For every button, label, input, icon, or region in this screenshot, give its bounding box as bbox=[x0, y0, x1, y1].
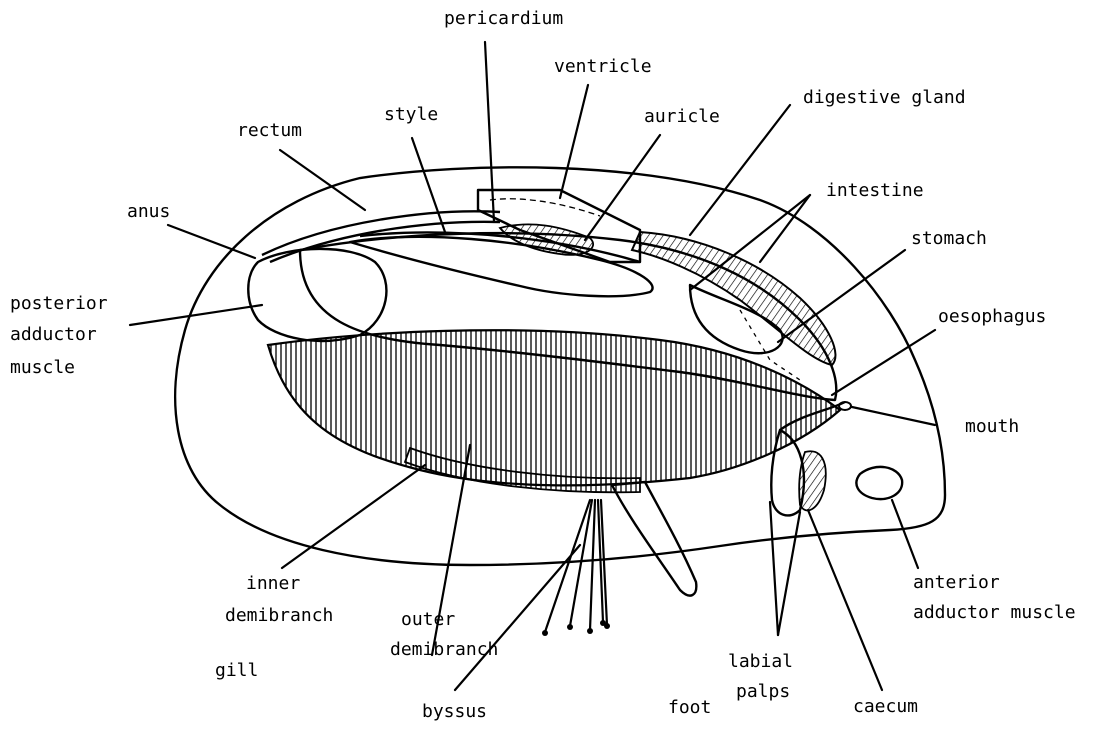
label-inner-line1: inner bbox=[246, 573, 300, 594]
label-posterior-line3: muscle bbox=[10, 357, 75, 378]
labial-palp-inner bbox=[799, 451, 826, 510]
label-rectum: rectum bbox=[237, 120, 302, 141]
label-anus: anus bbox=[127, 201, 170, 222]
label-ventricle: ventricle bbox=[554, 56, 652, 77]
label-anterior-line1: anterior bbox=[913, 572, 1000, 593]
label-byssus: byssus bbox=[422, 701, 487, 722]
label-foot: foot bbox=[668, 697, 711, 718]
label-outer-line2: demibranch bbox=[390, 639, 498, 660]
label-labial-line2: palps bbox=[736, 681, 790, 702]
label-inner-line2: demibranch bbox=[225, 605, 333, 626]
foot bbox=[612, 482, 696, 596]
label-outer-line1: outer bbox=[401, 609, 455, 630]
label-stomach: stomach bbox=[911, 228, 987, 249]
label-labial-line1: labial bbox=[728, 651, 793, 672]
anterior-adductor-muscle bbox=[856, 467, 902, 499]
label-anterior-line2: adductor muscle bbox=[913, 602, 1076, 623]
label-caecum: caecum bbox=[853, 696, 918, 717]
label-digestive-gland: digestive gland bbox=[803, 87, 966, 108]
posterior-adductor-muscle bbox=[248, 249, 386, 341]
label-pericardium: pericardium bbox=[444, 8, 563, 29]
label-posterior-line2: adductor bbox=[10, 324, 97, 345]
label-mouth: mouth bbox=[965, 416, 1019, 437]
label-oesophagus: oesophagus bbox=[938, 306, 1046, 327]
label-style: style bbox=[384, 104, 438, 125]
label-intestine: intestine bbox=[826, 180, 924, 201]
style-sac bbox=[350, 237, 653, 296]
label-posterior-line1: posterior bbox=[10, 293, 108, 314]
label-gill: gill bbox=[215, 660, 258, 681]
label-auricle: auricle bbox=[644, 106, 720, 127]
auricle-mass bbox=[500, 224, 593, 255]
byssus-threads bbox=[542, 500, 610, 636]
